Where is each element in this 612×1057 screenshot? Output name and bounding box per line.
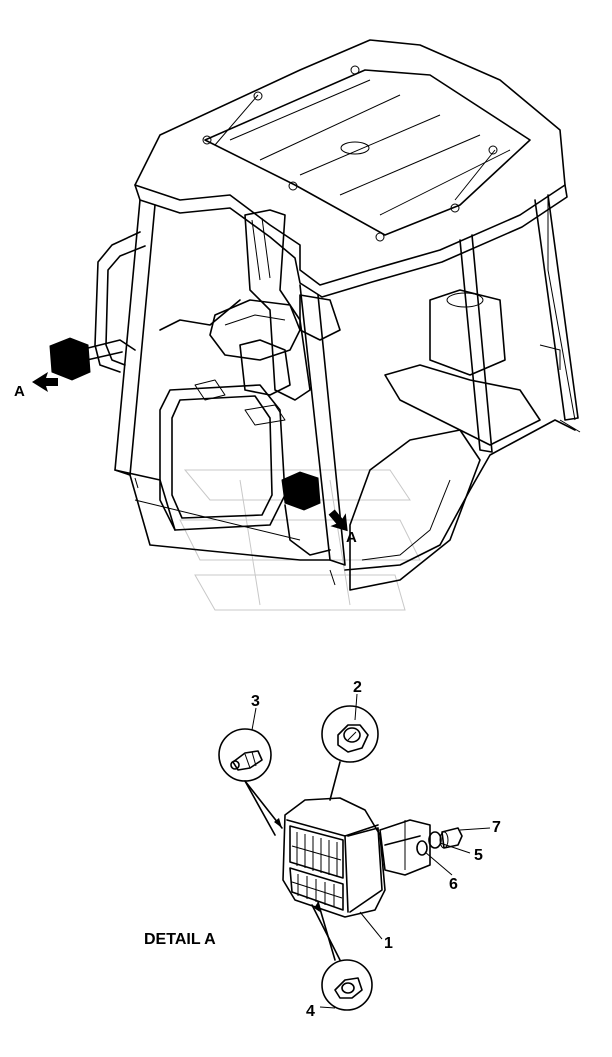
callout-1: 1 <box>384 935 393 952</box>
callout-2: 2 <box>353 679 362 696</box>
detail-a-illustration: 3 2 7 5 6 1 4 DETAIL A <box>144 679 501 1020</box>
callout-5: 5 <box>474 847 483 864</box>
watermark <box>179 469 421 611</box>
callout-4: 4 <box>306 1003 315 1020</box>
view-label-a-left: A <box>14 383 25 400</box>
lamp-right-marker <box>281 471 321 511</box>
arrow-left <box>32 372 58 392</box>
arrow-right <box>328 509 348 532</box>
lamp-left-marker <box>49 337 91 381</box>
callout-6: 6 <box>449 876 458 893</box>
callout-3: 3 <box>251 693 260 710</box>
cab-illustration: A A <box>14 39 581 591</box>
detail-caption: DETAIL A <box>144 931 216 948</box>
view-label-a-right: A <box>346 529 357 546</box>
callout-7: 7 <box>492 819 501 836</box>
